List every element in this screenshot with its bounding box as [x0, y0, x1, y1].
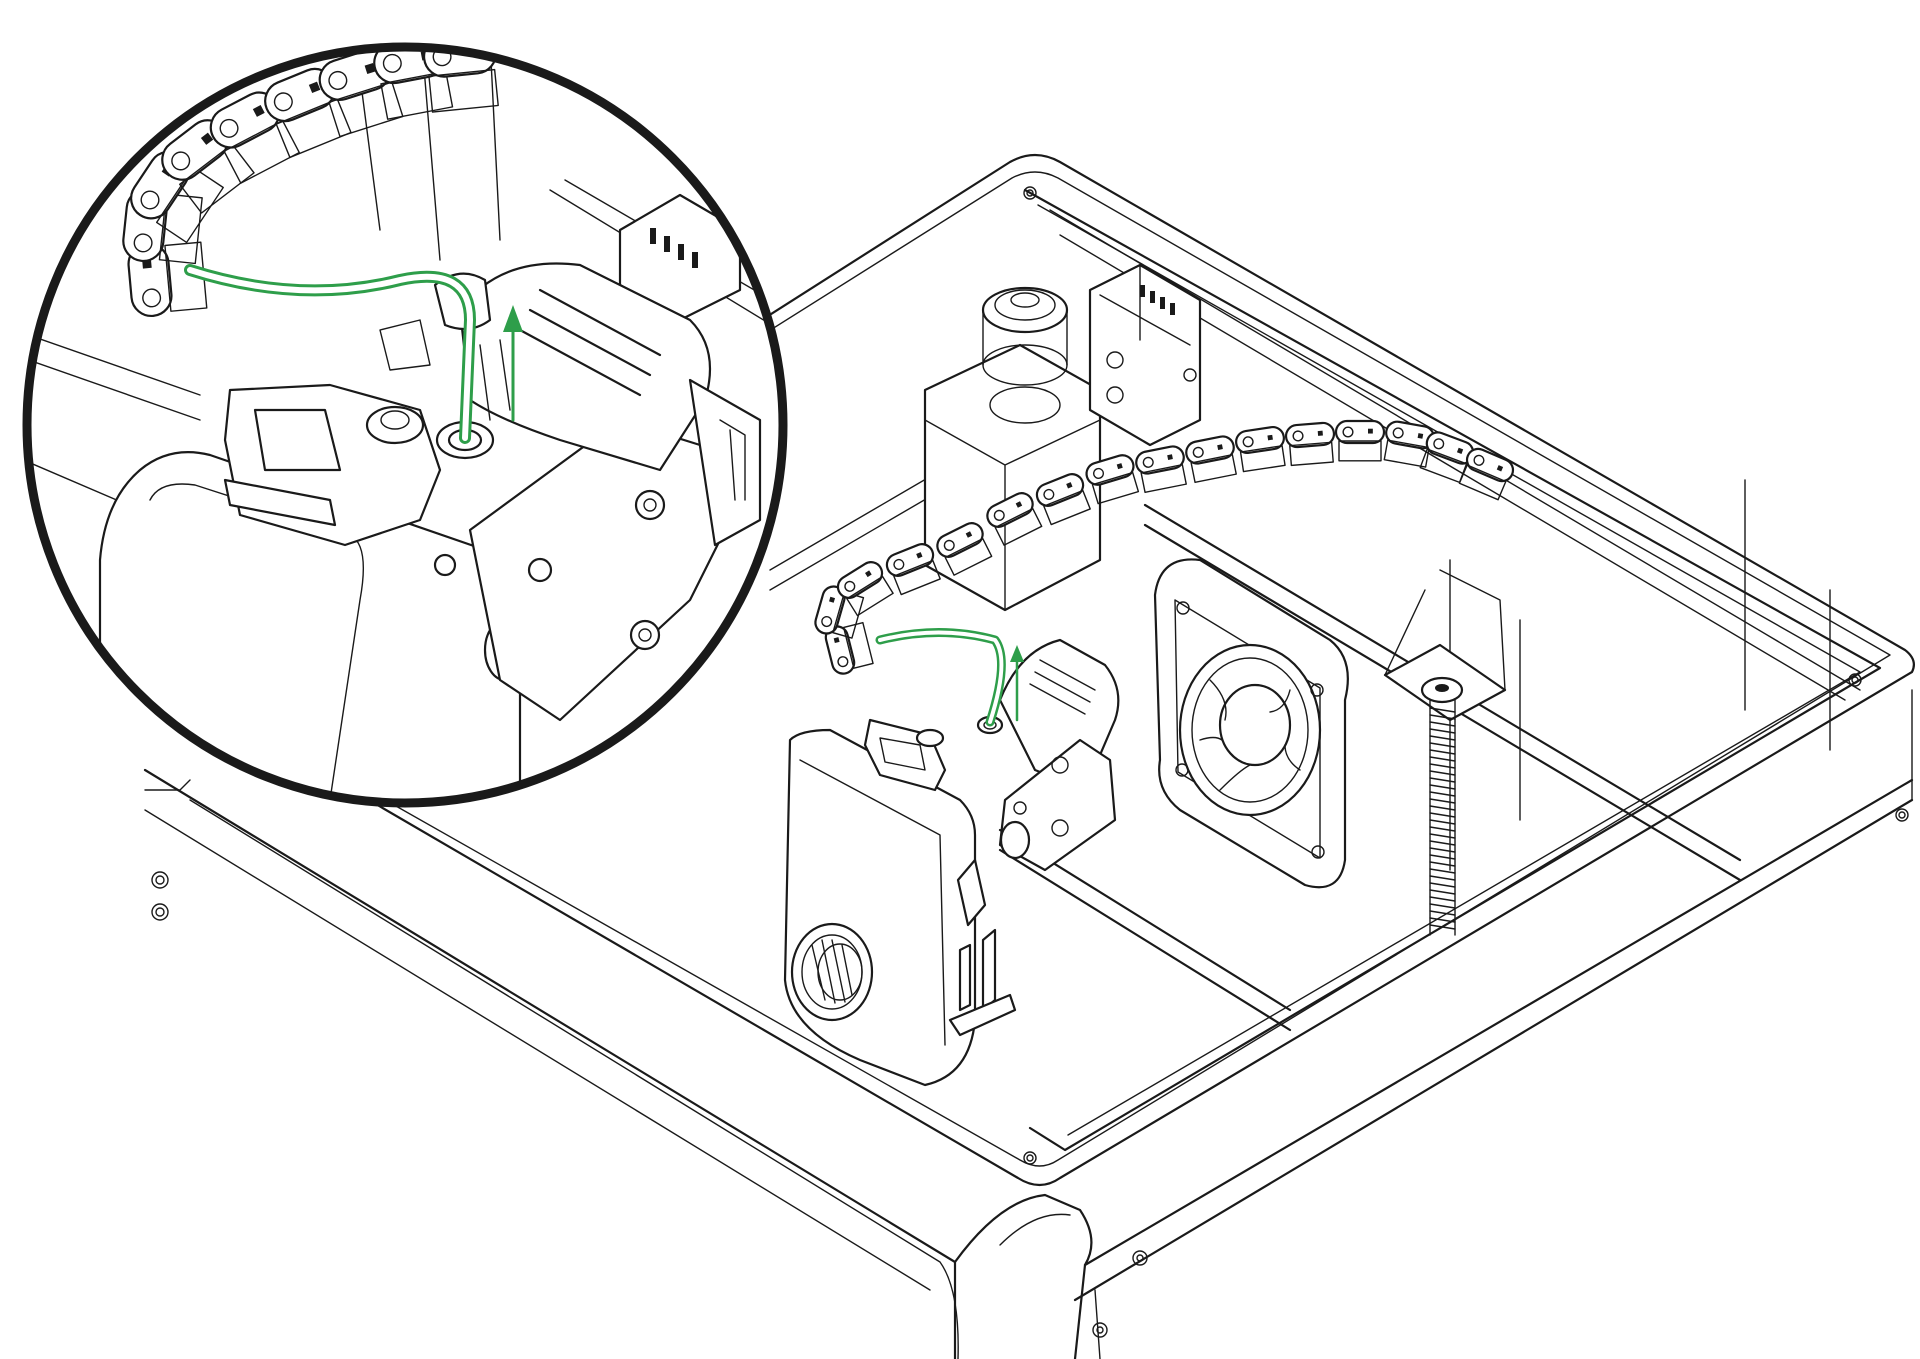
thread-line — [1429, 742, 1456, 748]
frame-opening — [1023, 188, 1882, 1152]
frame-left-wall-panel — [144, 779, 959, 1359]
toolhead — [783, 638, 1120, 1087]
callout-detail — [27, 47, 781, 802]
frame-left-wall-edge — [144, 809, 931, 1291]
thread-line — [1429, 819, 1456, 825]
printer-frame — [143, 153, 1915, 1359]
chain-link — [127, 241, 208, 318]
thread-line — [1429, 707, 1456, 713]
frame-front-corner-inner — [999, 1213, 1071, 1246]
part-cooling-fan — [1153, 558, 1349, 889]
thread-line — [1429, 924, 1456, 930]
thread-line — [1429, 840, 1456, 846]
thread-line — [1429, 889, 1456, 895]
thread-line — [1429, 826, 1456, 832]
thread-line — [1429, 833, 1456, 839]
chain-link — [1085, 454, 1140, 505]
thread-line — [1429, 847, 1456, 853]
thread-line — [1429, 791, 1456, 797]
toolhead-body — [783, 728, 977, 1087]
chain-link — [1235, 425, 1286, 473]
chain-link — [824, 621, 874, 675]
thread-line — [1429, 805, 1456, 811]
chain-link — [1334, 419, 1386, 462]
thread-line — [1429, 721, 1456, 727]
callout-border — [22, 42, 788, 808]
screw-threads — [1429, 707, 1456, 930]
thread-line — [1429, 896, 1456, 902]
frame-screws — [151, 186, 1909, 1338]
frame-top-rim-outer — [178, 153, 1915, 1187]
chain-link — [1284, 421, 1336, 467]
frame-posts — [1449, 479, 1831, 871]
thread-line — [1429, 756, 1456, 762]
chain-link — [1458, 447, 1515, 501]
z-motor-assembly — [923, 263, 1202, 612]
frame-right-wall — [1073, 778, 1914, 1302]
thread-line — [1429, 812, 1456, 818]
thread-line — [1429, 770, 1456, 776]
thread-line — [1429, 777, 1456, 783]
chain-link — [836, 561, 894, 617]
thread-line — [1429, 728, 1456, 734]
thread-line — [1429, 735, 1456, 741]
frame-right-wall-panel — [1094, 689, 1913, 1359]
cable-chain-magnified — [122, 47, 499, 318]
chain-link — [1035, 473, 1091, 526]
thread-line — [1429, 854, 1456, 860]
filament-tube-main — [875, 628, 1024, 727]
frame-front-corner — [953, 1193, 1093, 1359]
thread-line — [1429, 798, 1456, 804]
thread-line — [1429, 910, 1456, 916]
chain-link — [936, 522, 993, 576]
chain-link — [1135, 445, 1187, 494]
chain-link — [885, 543, 941, 596]
frame-opening-inner — [1037, 204, 1861, 1136]
thread-line — [1429, 882, 1456, 888]
thread-line — [1429, 903, 1456, 909]
thread-line — [1429, 714, 1456, 720]
cable-chain — [814, 419, 1515, 675]
thread-line — [1429, 861, 1456, 867]
chain-link — [1185, 435, 1237, 484]
thread-line — [1429, 875, 1456, 881]
thread-line — [1429, 868, 1456, 874]
chain-link — [986, 492, 1043, 546]
thread-line — [1429, 749, 1456, 755]
z-lead-screw — [1383, 569, 1507, 936]
thread-line — [1429, 763, 1456, 769]
chain-link — [264, 67, 352, 159]
thread-line — [1429, 917, 1456, 923]
thread-line — [1429, 784, 1456, 790]
